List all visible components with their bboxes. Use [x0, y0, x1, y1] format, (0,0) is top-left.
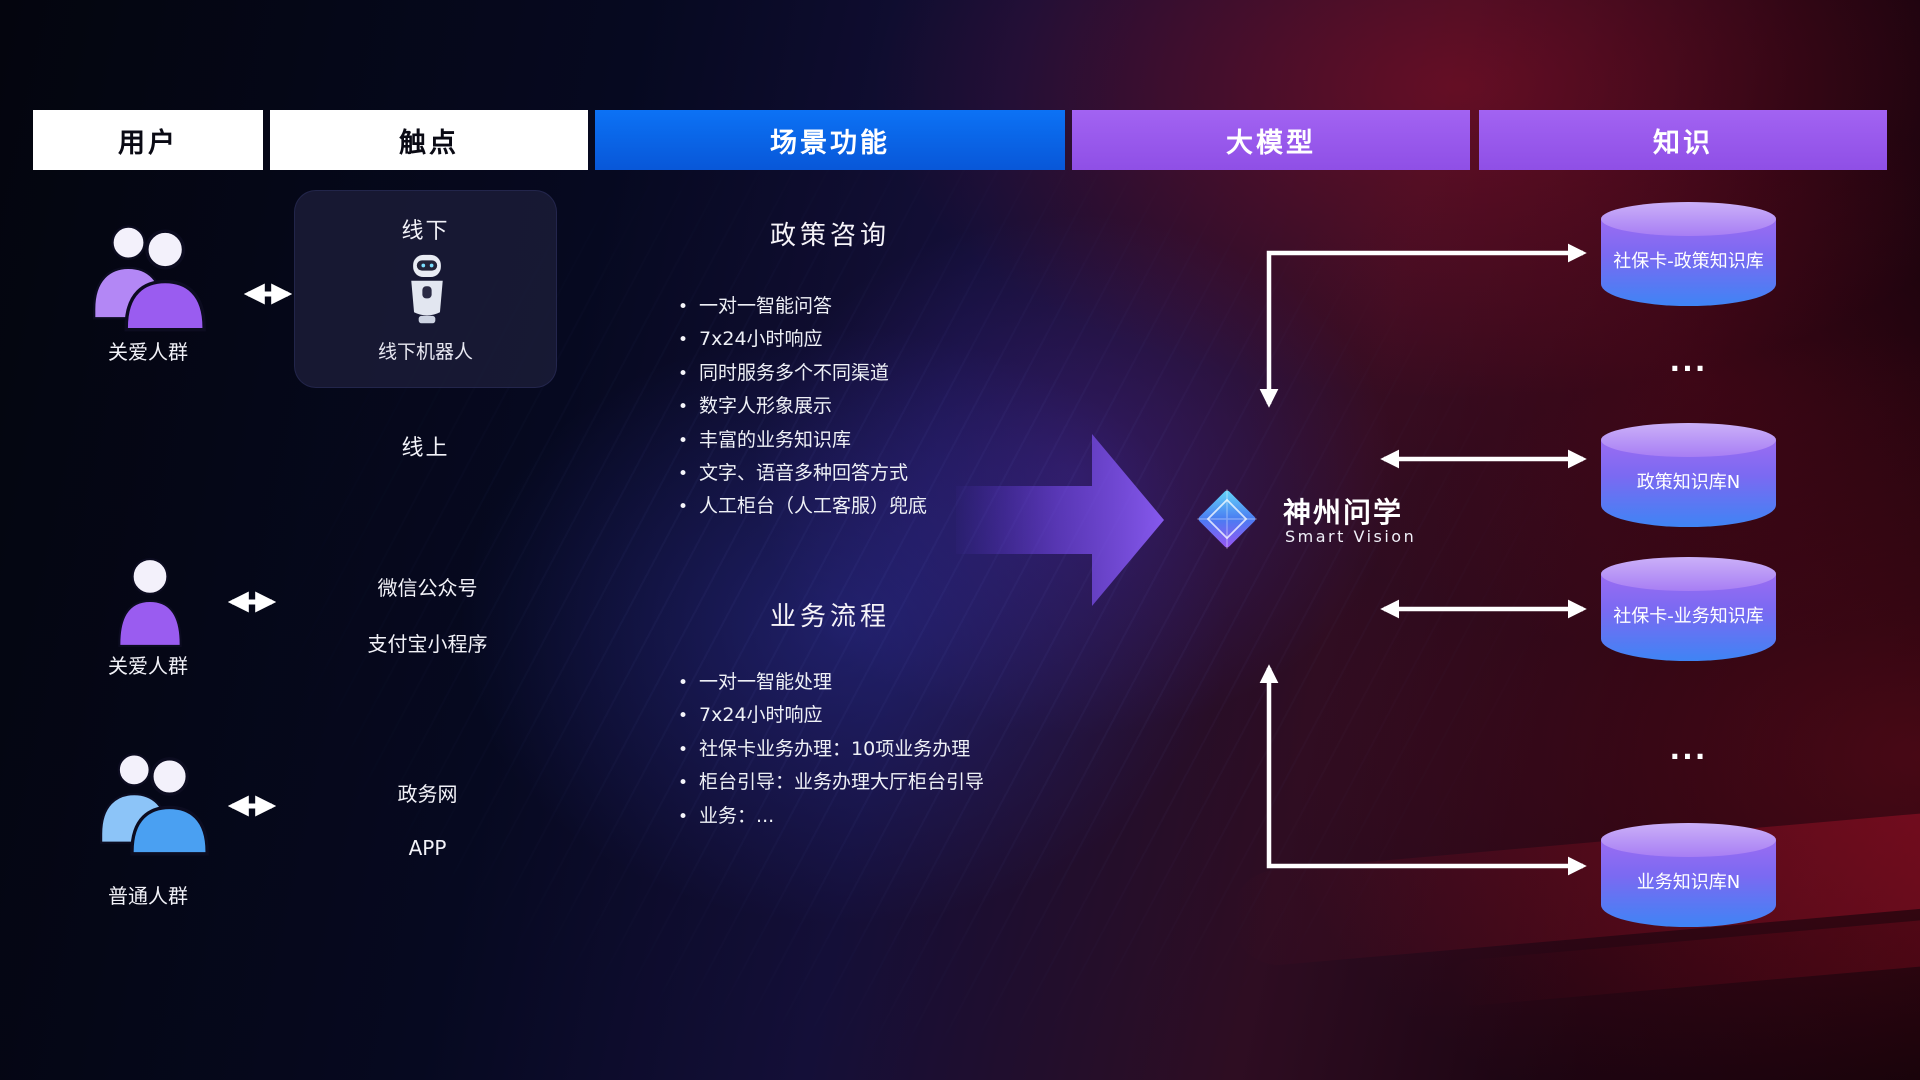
offline-robot-card: 线下 线下机器人 [294, 190, 557, 388]
policy-feature-item: 文字、语音多种回答方式 [678, 457, 927, 490]
channel-wechat: 微信公众号 [377, 576, 478, 600]
knowledge-db-business-n: 业务知识库N [1601, 823, 1776, 927]
cylinder-top [1601, 557, 1776, 591]
column-header-model: 大模型 [1072, 110, 1470, 170]
policy-feature-item: 丰富的业务知识库 [678, 424, 927, 457]
robot-image [411, 254, 443, 324]
business-section-title: 业务流程 [769, 602, 890, 632]
column-header-scenarios: 场景功能 [595, 110, 1065, 170]
offline-title: 线下 [401, 219, 450, 244]
channel-app: APP [408, 836, 447, 860]
column-header-knowledge: 知识 [1479, 110, 1887, 170]
policy-section-title: 政策咨询 [769, 221, 890, 251]
knowledge-db-label: 业务知识库N [1636, 872, 1741, 893]
cylinder-top [1601, 423, 1776, 457]
policy-feature-list: 一对一智能问答 7x24小时响应 同时服务多个不同渠道 数字人形象展示 丰富的业… [678, 290, 927, 524]
offline-robot-label: 线下机器人 [377, 341, 473, 363]
knowledge-ellipsis-1: ... [1669, 345, 1708, 378]
business-feature-item: 柜台引导：业务办理大厅柜台引导 [678, 766, 984, 799]
big-flow-arrow [956, 434, 1164, 606]
knowledge-db-label: 社保卡-业务知识库 [1613, 606, 1764, 627]
model-subtitle: Smart Vision [1285, 527, 1417, 546]
user-group-3-label: 普通人群 [108, 884, 188, 908]
channel-alipay: 支付宝小程序 [367, 632, 488, 656]
policy-feature-item: 同时服务多个不同渠道 [678, 357, 927, 390]
business-feature-item: 社保卡业务办理：10项业务办理 [678, 733, 984, 766]
smart-vision-logo-icon [1197, 489, 1257, 549]
knowledge-db-label: 社保卡-政策知识库 [1613, 251, 1764, 272]
knowledge-db-label: 政策知识库N [1636, 472, 1741, 493]
knowledge-db-business-shebao: 社保卡-业务知识库 [1601, 557, 1776, 661]
user-group-blue-icon [100, 753, 209, 856]
policy-feature-item: 7x24小时响应 [678, 323, 927, 356]
cylinder-top [1601, 823, 1776, 857]
business-feature-item: 7x24小时响应 [678, 699, 984, 732]
user-group-purple-icon [93, 225, 206, 332]
channel-gov: 政务网 [397, 782, 458, 806]
policy-feature-item: 一对一智能问答 [678, 290, 927, 323]
knowledge-db-policy-shebao: 社保卡-政策知识库 [1601, 202, 1776, 306]
policy-feature-item: 人工柜台（人工客服）兜底 [678, 490, 927, 523]
connector-arrow-db1 [1259, 243, 1587, 408]
cylinder-top [1601, 202, 1776, 236]
business-feature-item: 一对一智能处理 [678, 666, 984, 699]
knowledge-ellipsis-2: ... [1669, 733, 1708, 766]
policy-feature-item: 数字人形象展示 [678, 390, 927, 423]
user-group-2-label: 关爱人群 [108, 654, 188, 678]
column-header-touchpoints: 触点 [270, 110, 588, 170]
business-feature-item: 业务：... [678, 800, 984, 833]
model-name: 神州问学 [1283, 496, 1404, 529]
business-feature-list: 一对一智能处理 7x24小时响应 社保卡业务办理：10项业务办理 柜台引导：业务… [678, 666, 984, 833]
column-header-users: 用户 [33, 110, 263, 170]
connector-arrow-db4 [1259, 664, 1587, 876]
user-person-purple-icon [118, 558, 182, 647]
user-group-1-label: 关爱人群 [108, 340, 188, 364]
knowledge-db-policy-n: 政策知识库N [1601, 423, 1776, 527]
online-title: 线上 [401, 436, 450, 461]
